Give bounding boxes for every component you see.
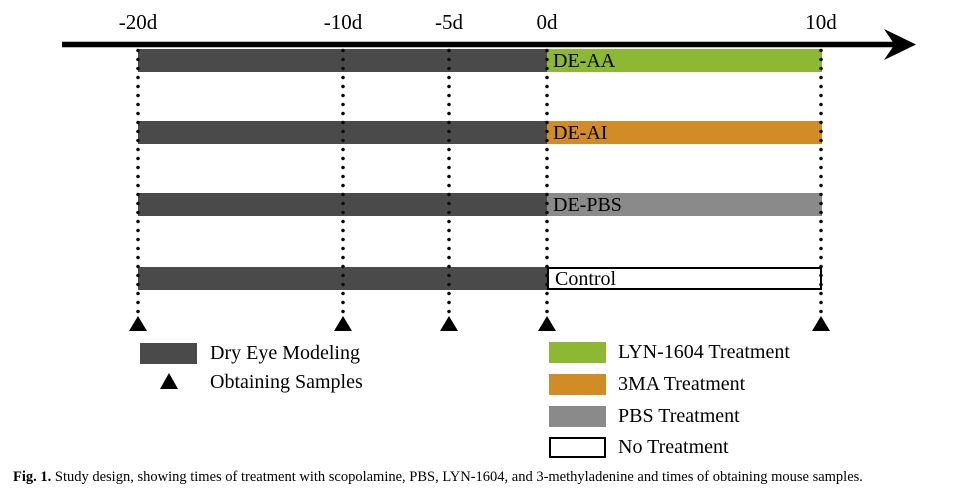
figure-caption: Fig. 1. Study design, showing times of t… <box>13 468 961 487</box>
legend-swatch-3ma <box>549 374 606 395</box>
legend-swatch-dry-eye-modeling <box>140 343 197 364</box>
tick-label-minus10d: -10d <box>323 10 363 34</box>
treatment-bar-pbs: DE-PBS <box>547 193 822 216</box>
sample-triangle-icon-minus10d <box>334 316 352 331</box>
legend-swatch-no-treatment <box>549 437 606 458</box>
legend-label-pbs: PBS Treatment <box>618 405 740 427</box>
timeline-arrow-axis <box>62 29 916 60</box>
legend-triangle-icon <box>160 373 178 389</box>
gridline-10d <box>819 46 823 316</box>
gridline-minus20d <box>136 46 140 316</box>
figure-caption-prefix: Fig. 1. <box>13 469 52 485</box>
row-control: Control <box>0 267 968 290</box>
row-label: Control <box>555 267 617 290</box>
figure-caption-body: Study design, showing times of treatment… <box>51 469 863 485</box>
gridline-minus10d <box>341 46 345 316</box>
legend-swatch-pbs <box>549 406 606 427</box>
row-de-ai: DE-AI <box>0 121 968 144</box>
gridline-0d <box>545 46 549 316</box>
legend-label-dry-eye-modeling: Dry Eye Modeling <box>210 342 360 364</box>
sample-triangle-icon-0d <box>538 316 556 331</box>
sample-triangle-icon-minus20d <box>129 316 147 331</box>
gridline-minus5d <box>447 46 451 316</box>
legend-swatch-lyn1604 <box>549 342 606 363</box>
row-label: DE-AI <box>553 121 608 144</box>
tick-label-minus20d: -20d <box>118 10 158 34</box>
treatment-bar-none: Control <box>547 267 822 290</box>
tick-label-minus5d: -5d <box>435 10 463 34</box>
sample-triangle-icon-10d <box>812 316 830 331</box>
row-label: DE-PBS <box>553 193 622 216</box>
arrowhead-icon <box>884 29 916 60</box>
legend-label-obtaining-samples: Obtaining Samples <box>210 371 363 393</box>
tick-label-0d: 0d <box>536 10 558 34</box>
sample-triangle-icon-minus5d <box>440 316 458 331</box>
treatment-bar-3ma: DE-AI <box>547 121 822 144</box>
legend-label-lyn1604: LYN-1604 Treatment <box>618 341 790 363</box>
treatment-bar-lyn1604: DE-AA <box>547 49 822 72</box>
row-label: DE-AA <box>553 49 616 72</box>
tick-label-10d: 10d <box>805 10 837 34</box>
legend-label-no-treatment: No Treatment <box>618 436 729 458</box>
legend-label-3ma: 3MA Treatment <box>618 373 746 395</box>
